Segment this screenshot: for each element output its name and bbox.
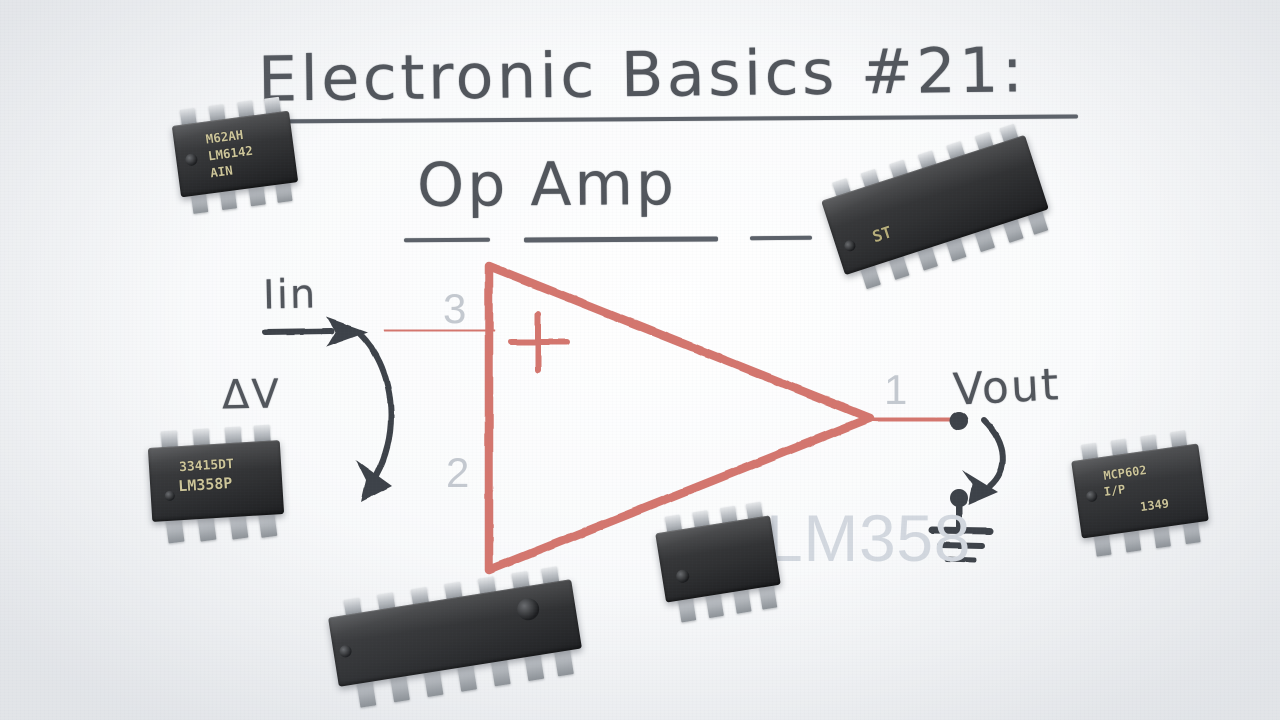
ground-symbol-icon: [928, 489, 994, 563]
subtitle-underline-left: [403, 237, 491, 243]
opamp-triangle: [484, 261, 875, 575]
ic-chip-bottom-dip8: [655, 501, 781, 623]
input-current-arrow: [262, 317, 368, 347]
ic-chip-mcp602: MCP602 I/P 1349: [1071, 430, 1209, 557]
label-input-current: Iin: [262, 271, 318, 319]
input-wire-noninverting: [383, 326, 496, 335]
chip-marking-line3: AIN: [209, 162, 234, 181]
label-output-voltage: Vout: [951, 359, 1062, 416]
page-subtitle: Op Amp: [416, 149, 678, 221]
subtitle-underline-right: [749, 235, 813, 240]
chip-marking-line2: LM358P: [177, 474, 233, 496]
lm358-watermark: LM358: [766, 501, 972, 575]
output-to-ground-arrow: [962, 417, 1006, 505]
pin-number-1: 1: [884, 366, 908, 413]
pin-number-2: 2: [446, 449, 470, 496]
label-differential-voltage: ΔV: [221, 371, 282, 419]
chip-marking-line2: I/P: [1102, 482, 1127, 499]
page-title: Electronic Basics #21:: [257, 33, 1027, 116]
differential-voltage-arrow: [356, 331, 394, 502]
output-wire: [862, 414, 961, 425]
ic-chip-lm358p: 33415DT LM358P: [147, 424, 285, 544]
output-node-dot: [949, 411, 969, 431]
pin-number-3: 3: [443, 285, 467, 332]
plus-sign-icon: [508, 311, 570, 373]
ic-chip-lm6142: M62AH LM6142 AIN: [171, 96, 299, 214]
